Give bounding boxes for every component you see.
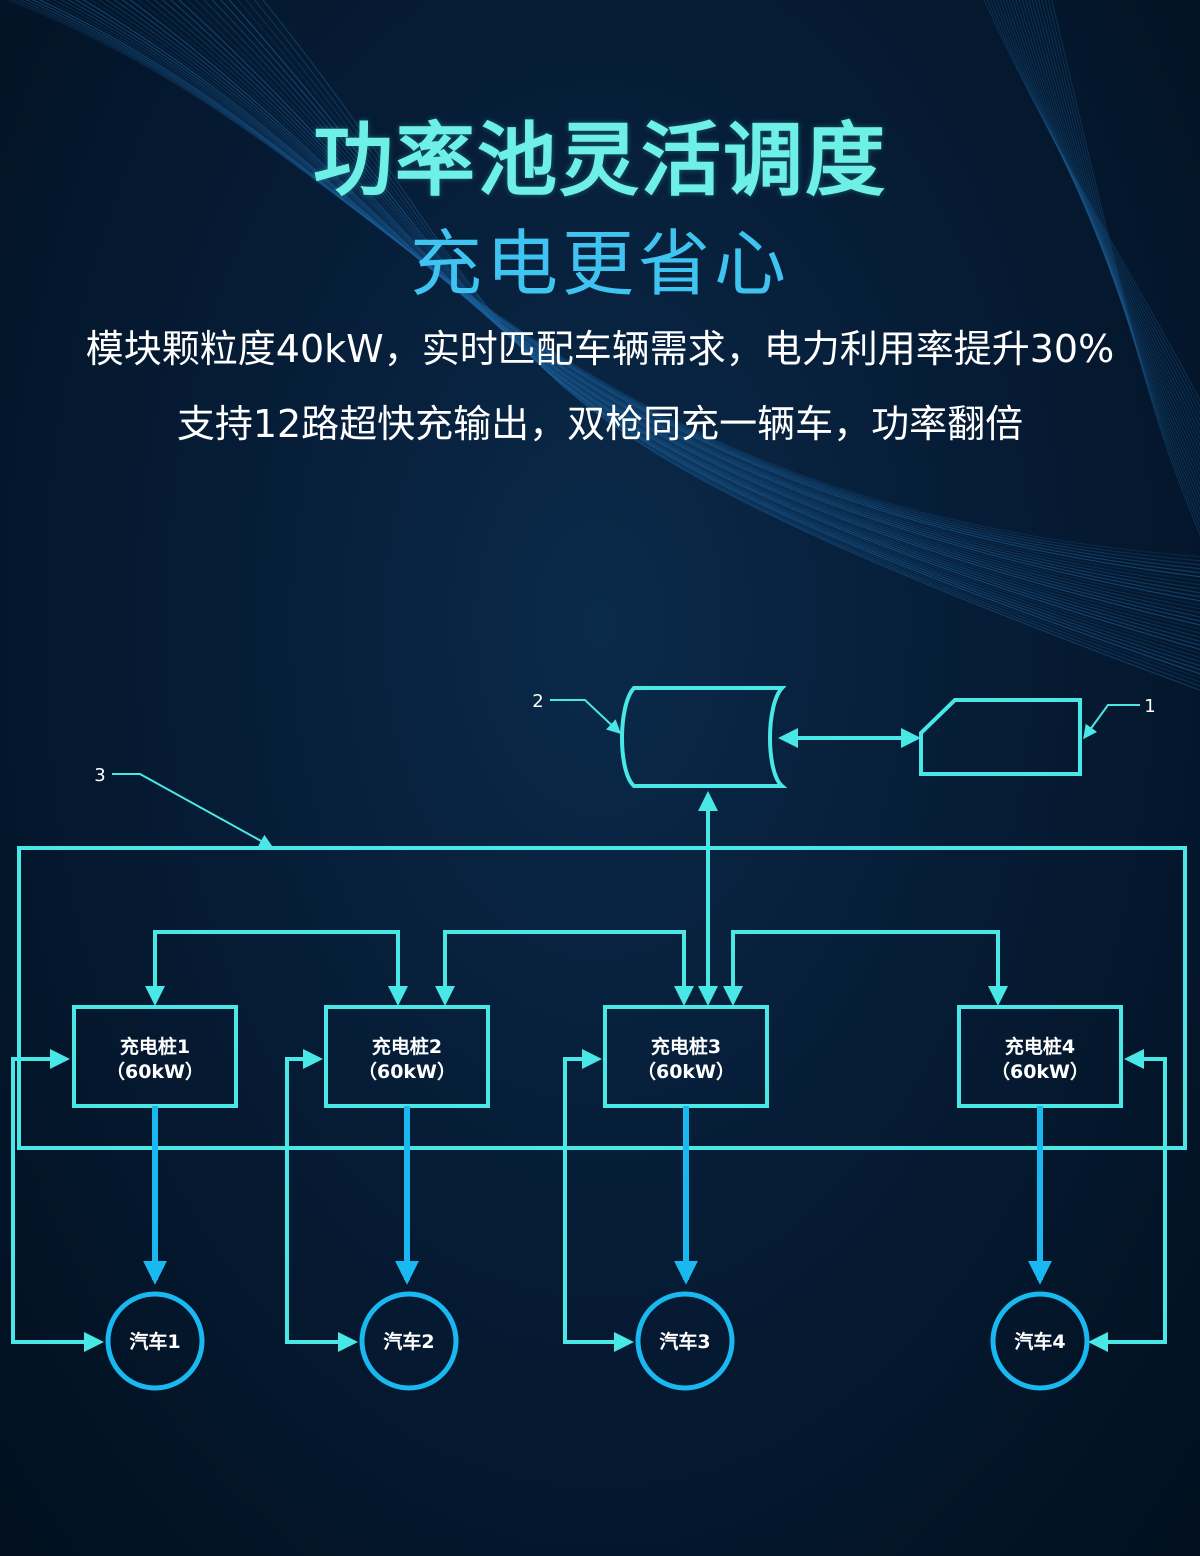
car-circle-1: [105, 1291, 205, 1391]
background-wave-line: [137, 0, 1200, 630]
background-wave-line: [105, 0, 1200, 614]
background-wave-line: [993, 0, 1200, 421]
link-charger3-charger4: [723, 930, 1008, 1006]
charger-1-name: 充电桩1: [120, 1035, 190, 1058]
background-wave-line: [59, 0, 1200, 590]
charger-1-power: （60kW）: [106, 1060, 204, 1083]
car-4-label: 汽车4: [1014, 1330, 1065, 1353]
background-wave-line: [1015, 0, 1200, 466]
background-wave-line: [986, 0, 1200, 409]
page-subtitle: 充电更省心: [409, 222, 790, 306]
background-wave-line: [999, 0, 1200, 434]
background-wave-line: [1018, 0, 1200, 473]
background-wave-line: [236, 0, 1200, 679]
car-3-label: 汽车3: [659, 1330, 710, 1353]
background-wave-line: [996, 0, 1200, 428]
description-line-2: 支持12路超快充输出，双枪同充一辆车，功率翻倍: [176, 402, 1024, 446]
background-wave-line: [129, 0, 1200, 626]
background-wave-line: [262, 0, 1200, 691]
background-wave-line: [113, 0, 1200, 618]
callout-1-label: 1: [1144, 696, 1155, 717]
loop-charger3-car3: [563, 1049, 634, 1352]
component-1-controller: [919, 698, 1082, 776]
background-wave-line: [67, 0, 1200, 594]
background-wave-line: [228, 0, 1200, 675]
background-wave-line: [11, 0, 1200, 562]
background-wave-line: [24, 0, 1200, 570]
charger-2-name: 充电桩2: [372, 1035, 442, 1058]
background-wave-line: [1038, 0, 1200, 511]
background-wave-line: [74, 0, 1200, 598]
background-wave-line: [82, 0, 1200, 602]
car-circle-4: [990, 1291, 1090, 1391]
callout-3-label: 3: [94, 765, 105, 786]
background-wave-line: [194, 0, 1200, 659]
background-wave-line: [1051, 0, 1200, 537]
background-wave-line: [18, 0, 1200, 566]
background-wave-line: [1044, 0, 1200, 524]
page-title: 功率池灵活调度: [313, 114, 887, 207]
background-wave-line: [1025, 0, 1200, 486]
car-1-label: 汽车1: [129, 1330, 180, 1353]
callout-2-label: 2: [532, 691, 543, 712]
background-wave-line: [1047, 0, 1200, 530]
car-circle-2: [359, 1291, 459, 1391]
background-wave-line: [1021, 0, 1200, 479]
background-wave-line: [1008, 0, 1200, 454]
background-wave-line: [178, 0, 1200, 650]
background-wave-line: [203, 0, 1200, 663]
background-wave-line: [186, 0, 1200, 655]
charger-4-name: 充电桩4: [1005, 1035, 1075, 1058]
link-charger1-charger2: [145, 930, 408, 1006]
background-wave-line: [90, 0, 1200, 606]
callout-2-leader: [550, 699, 622, 734]
background-wave-line: [219, 0, 1200, 671]
component-2-storage: [620, 686, 788, 788]
bus-loop-3: [17, 846, 1187, 1150]
background-wave-line: [211, 0, 1200, 667]
background-wave-line: [97, 0, 1200, 610]
charger-3-power: （60kW）: [637, 1060, 735, 1083]
background-wave-line: [170, 0, 1200, 646]
car-circle-3: [635, 1291, 735, 1391]
background-wave-line: [38, 0, 1200, 578]
background-wave-line: [52, 0, 1200, 586]
background-wave-line: [983, 0, 1200, 402]
description-line-1: 模块颗粒度40kW，实时匹配车辆需求，电力利用率提升30%: [85, 327, 1115, 371]
background-wave-line: [145, 0, 1200, 634]
loop-charger1-car1: [11, 1049, 104, 1352]
background-wave-line: [121, 0, 1200, 622]
background-wave-line: [1012, 0, 1200, 460]
background-wave-line: [1028, 0, 1200, 492]
background-wave-line: [31, 0, 1200, 574]
callout-1-leader: [1083, 704, 1140, 740]
background-wave-line: [153, 0, 1200, 638]
background-wave-line: [1034, 0, 1200, 505]
background-wave-line: [245, 0, 1200, 683]
background-wave-line: [5, 0, 1200, 558]
loop-charger4-car4: [1088, 1049, 1167, 1352]
background-wave-line: [45, 0, 1200, 582]
callout-3-leader: [112, 773, 274, 848]
background-wave-line: [1002, 0, 1200, 441]
charger-3-name: 充电桩3: [651, 1035, 721, 1058]
link-charger2-charger3: [435, 930, 694, 1006]
background-wave-line: [1031, 0, 1200, 498]
charger-2-power: （60kW）: [358, 1060, 456, 1083]
background-wave-line: [1005, 0, 1200, 447]
loop-charger2-car2: [285, 1049, 358, 1352]
background-wave-line: [161, 0, 1200, 642]
background-wave-line: [253, 0, 1200, 687]
background-wave-line: [990, 0, 1200, 415]
background-wave-line: [1041, 0, 1200, 517]
charger-4-power: （60kW）: [991, 1060, 1089, 1083]
car-2-label: 汽车2: [383, 1330, 434, 1353]
